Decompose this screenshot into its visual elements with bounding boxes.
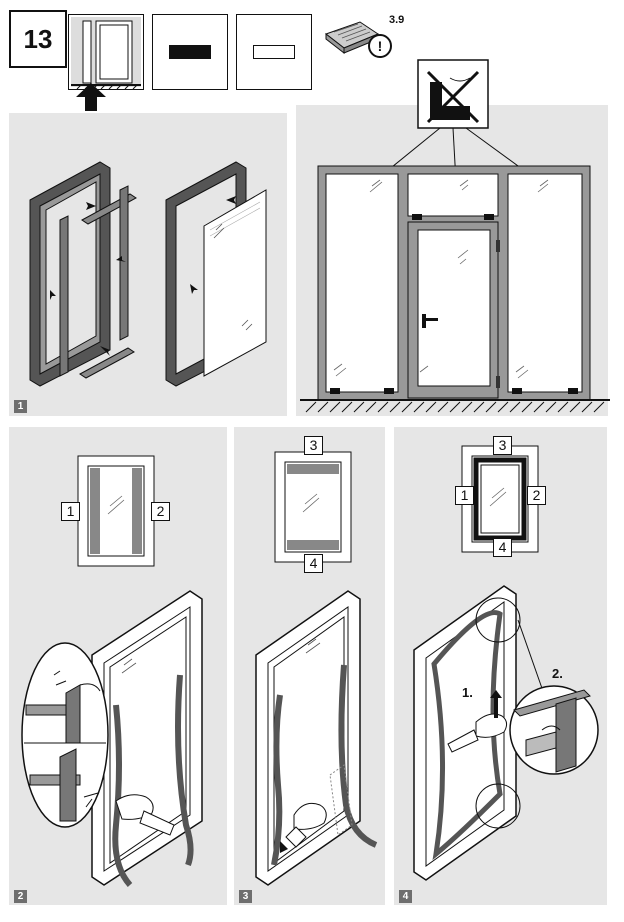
panel-number: 1 (14, 400, 27, 413)
doc-reference: 3.9 (389, 14, 405, 26)
seal-diagram-top-bottom (274, 451, 352, 563)
callout-step-2: 2. (552, 666, 563, 681)
seal-label: 3 (493, 436, 512, 455)
seal-label: 2 (151, 502, 170, 521)
panel-number: 4 (399, 890, 412, 903)
header-seal-light (236, 14, 312, 90)
callout-step-1: 1. (462, 685, 473, 700)
seal-diagram-complete (461, 445, 539, 553)
panel-number: 3 (239, 890, 252, 903)
arrow-up-icon (490, 690, 502, 718)
seal-label: 3 (304, 436, 323, 455)
seal-label: 4 (304, 554, 323, 573)
seal-label: 1 (455, 486, 474, 505)
shopfront-illustration (300, 59, 610, 413)
light-seal-icon (253, 45, 295, 59)
arrow-up-icon (76, 83, 106, 111)
step-number: 13 (9, 10, 67, 68)
panel-number: 2 (14, 890, 27, 903)
frame-disassembly-illustration (29, 161, 267, 387)
dark-seal-icon (169, 45, 211, 59)
window-thumbnail-icon (71, 17, 141, 90)
seal-diagram-sides (77, 455, 155, 567)
header-window-thumbnail (68, 14, 144, 90)
seal-label: 2 (527, 486, 546, 505)
warning-icon: ! (368, 34, 392, 58)
vertical-seal-install-illustration (21, 590, 203, 888)
horizontal-seal-install-illustration (255, 590, 378, 886)
seal-press-in-illustration (413, 585, 599, 881)
header-seal-dark (152, 14, 228, 90)
seal-label: 1 (61, 502, 80, 521)
hand-icon (293, 802, 327, 830)
hand-icon (475, 713, 508, 738)
seal-label: 4 (493, 538, 512, 557)
